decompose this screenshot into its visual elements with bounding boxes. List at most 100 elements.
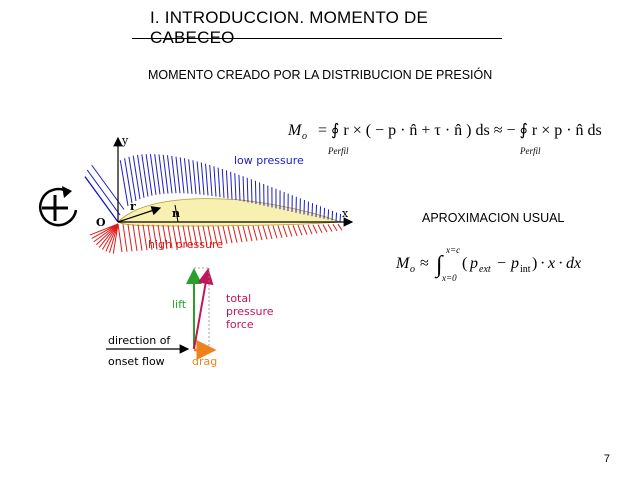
low-pressure-arrow [242, 176, 245, 202]
x-axis-label: x [342, 207, 349, 220]
high-pressure-arrow [147, 224, 153, 250]
high-pressure-arrow [242, 225, 248, 242]
moment-rotation-icon [39, 186, 78, 227]
low-pressure-arrow [246, 177, 249, 203]
high-pressure-arrow [297, 224, 303, 236]
y-axis-label: y [121, 134, 129, 147]
eq1-body: = ∮ r × ( − p · n̂ + τ · n̂ ) ds ≈ − ∮ r… [318, 122, 602, 139]
high-pressure-arrow [317, 224, 323, 234]
low-pressure-arrow [137, 154, 145, 198]
eq2-p-int: p [510, 255, 519, 272]
low-pressure-arrow [86, 169, 121, 216]
high-pressure-arrow [262, 225, 268, 240]
high-pressure-arrow [152, 224, 158, 250]
high-pressure-arrow [93, 223, 119, 243]
high-pressure-arrow [252, 225, 258, 241]
high-pressure-arrow [272, 225, 278, 239]
low-pressure-arrow [158, 154, 165, 194]
n-vector-label: n [172, 207, 180, 220]
page-number: 7 [603, 453, 610, 465]
high-pressure-arrow [202, 225, 208, 246]
r-vector-label: r [130, 200, 136, 213]
low-pressure-arrow [335, 212, 338, 222]
low-pressure-arrow [331, 210, 334, 221]
low-pressure-arrow [213, 166, 217, 197]
high-pressure-arrow [247, 225, 253, 242]
high-pressure-arrow [222, 225, 228, 244]
low-pressure-arrow [149, 154, 157, 195]
eq2-dot2: · [558, 255, 563, 272]
low-pressure-arrow [234, 173, 237, 201]
high-pressure-arrow [122, 224, 128, 252]
low-pressure-arrow [327, 209, 330, 220]
high-pressure-arrow [257, 225, 263, 241]
low-pressure-arrow [323, 207, 326, 219]
total-force-label-3: force [226, 318, 254, 331]
low-pressure-arrow [183, 158, 189, 194]
high-pressure-arrow [267, 225, 273, 239]
high-pressure-arrow [157, 224, 163, 250]
high-pressure-arrow [162, 225, 168, 249]
page-title: I. INTRODUCCION. MOMENTO DE CABECEO [150, 8, 429, 47]
high-pressure-arrow [287, 225, 293, 237]
eq2-integral: ∫ [434, 252, 444, 279]
high-pressure-arrow [327, 224, 333, 232]
high-pressure-arrow [207, 225, 213, 246]
low-pressure-arrow [217, 167, 221, 198]
high-pressure-arrow [312, 224, 318, 234]
high-pressure-arrow [237, 225, 243, 243]
high-pressure-arrow [182, 225, 188, 248]
total-force-label-2: pressure [226, 305, 274, 318]
low-pressure-arrow [154, 154, 161, 195]
approximation-label: APROXIMACION USUAL [422, 211, 565, 225]
eq2-lower-limit: x=0 [441, 273, 457, 283]
high-pressure-arrow [98, 223, 119, 248]
low-pressure-arrow [196, 161, 201, 195]
eq2-dot1: · [540, 255, 545, 272]
low-pressure-arrow [205, 163, 209, 196]
high-pressure-arrow [227, 225, 233, 244]
high-pressure-arrow [337, 223, 343, 231]
low-pressure-arrow [124, 158, 133, 204]
r-vector [117, 206, 162, 223]
high-pressure-arrow [217, 225, 223, 245]
low-pressure-arrow [132, 155, 141, 200]
high-pressure-arrow [95, 223, 119, 246]
low-pressure-arrow [254, 180, 257, 205]
low-pressure-arrow [119, 160, 129, 206]
eq2-x: x [547, 255, 555, 272]
moment-equation-1: M o = ∮ r × ( − p · n̂ + τ · n̂ ) ds ≈ −… [287, 122, 602, 156]
eq2-lhs: M [395, 255, 411, 272]
high-pressure-arrow [167, 225, 173, 249]
low-pressure-arrow [188, 159, 193, 194]
high-pressure-arrow [277, 225, 283, 238]
onset-flow-label-2: onset flow [108, 355, 165, 368]
high-pressure-arrow [197, 225, 203, 246]
moment-equation-2: M o ≈ ∫ x=c x=0 ( p ext − p int ) · x · … [395, 245, 581, 283]
low-pressure-arrow [319, 206, 322, 218]
eq2-p-int-sub: int [520, 264, 531, 275]
drag-label: drag [192, 355, 217, 368]
low-pressure-arrow [162, 154, 169, 194]
high-pressure-arrow [105, 223, 119, 252]
high-pressure-arrow [282, 225, 288, 238]
low-pressure-arrow [128, 156, 137, 202]
n-vector [174, 204, 179, 223]
low-pressure-arrow [200, 162, 205, 195]
high-pressure-arrow [307, 224, 313, 235]
eq2-lhs-sub: o [410, 264, 415, 275]
eq2-rparen: ) [532, 255, 537, 272]
onset-flow-label-1: direction of [108, 334, 171, 347]
low-pressure-arrow [311, 203, 314, 217]
eq1-lhs: M [287, 122, 303, 139]
high-pressure-arrow [112, 223, 119, 254]
eq1-lhs-sub: o [302, 131, 307, 142]
low-pressure-arrow [166, 155, 173, 194]
low-pressure-arrow [179, 157, 185, 194]
high-pressure-arrow [192, 225, 198, 247]
low-pressure-arrow [209, 164, 213, 197]
low-pressure-arrow [171, 155, 177, 194]
section-subtitle: MOMENTO CREADO POR LA DISTRIBUCION DE PR… [148, 68, 493, 82]
low-pressure-arrow [315, 204, 318, 218]
